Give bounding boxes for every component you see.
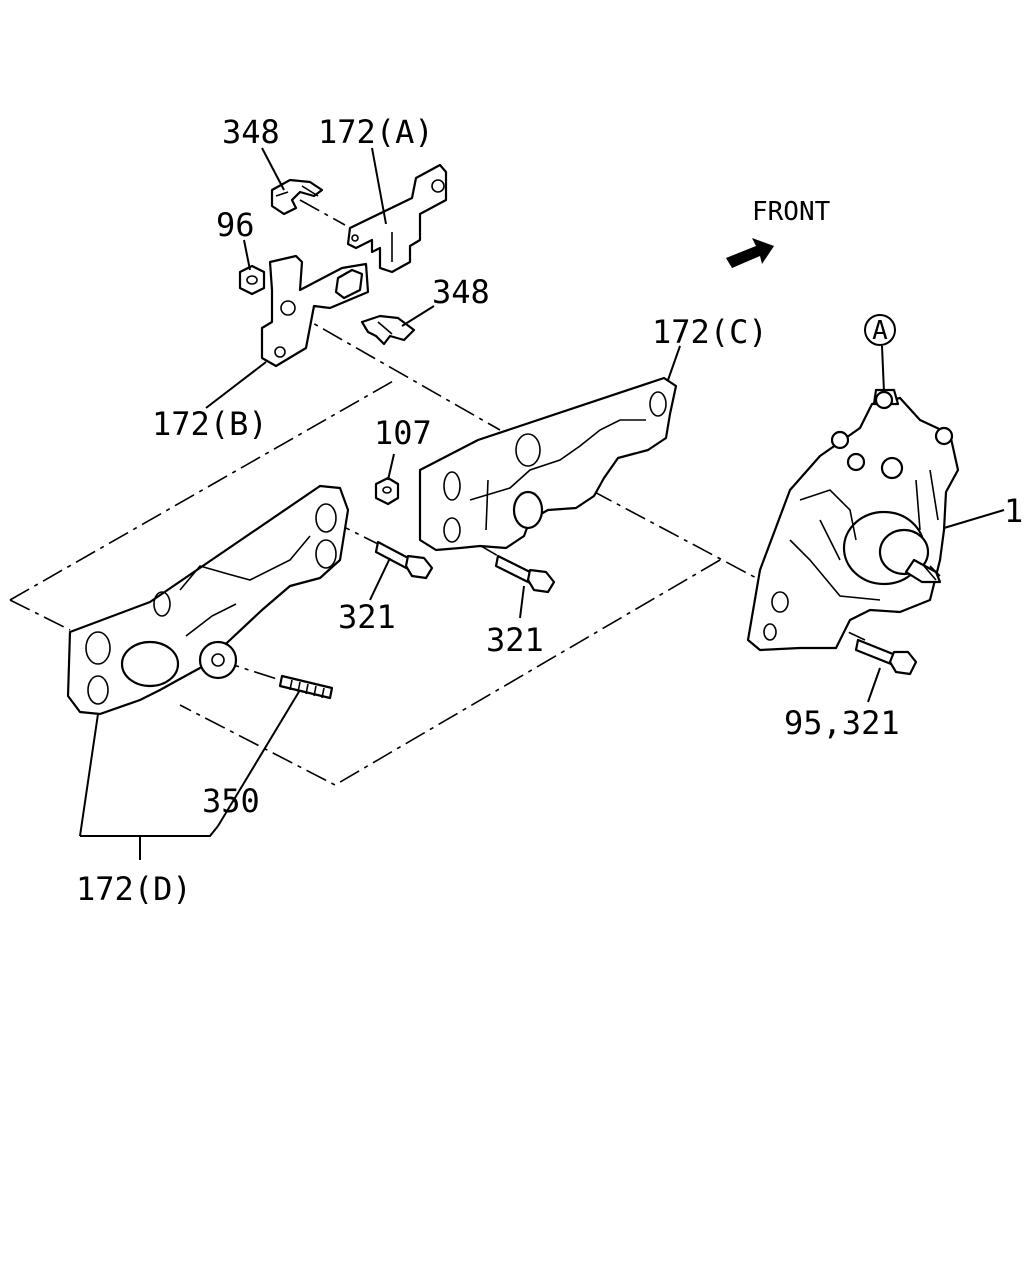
label-348-right: 348 bbox=[432, 273, 490, 311]
label-350: 350 bbox=[202, 782, 260, 820]
bracket-172d bbox=[66, 484, 350, 716]
front-arrow-icon bbox=[726, 238, 774, 268]
label-321-right: 321 bbox=[486, 621, 544, 659]
bolt-321-left bbox=[374, 540, 434, 580]
leader-lines bbox=[79, 147, 1005, 860]
bracket-172c bbox=[418, 376, 678, 552]
label-1: 1 bbox=[1004, 492, 1023, 530]
label-96: 96 bbox=[216, 206, 255, 244]
label-348-upper: 348 bbox=[222, 113, 280, 151]
label-321-left: 321 bbox=[338, 598, 396, 636]
front-label: FRONT bbox=[752, 197, 831, 227]
nut-107 bbox=[374, 476, 400, 506]
bracket-172b bbox=[260, 254, 370, 368]
bolt-321-right bbox=[494, 554, 556, 594]
bracket-172a bbox=[346, 163, 448, 274]
label-172c: 172(C) bbox=[652, 313, 768, 351]
nut-96 bbox=[238, 264, 266, 296]
reference-a-text: A bbox=[872, 316, 888, 346]
label-172a: 172(A) bbox=[318, 113, 434, 151]
steering-gearbox-1 bbox=[746, 388, 960, 652]
clip-348-upper bbox=[270, 178, 324, 216]
part-labels: 348 172(A) 96 348 172(B) 107 172(C) 321 … bbox=[76, 113, 1023, 908]
stud-350 bbox=[278, 674, 334, 700]
front-indicator: FRONT bbox=[726, 197, 831, 268]
bolt-95-321 bbox=[854, 638, 918, 676]
label-107: 107 bbox=[374, 414, 432, 452]
clip-348-right bbox=[360, 314, 416, 346]
reference-a-marker: A bbox=[864, 314, 896, 346]
label-172d: 172(D) bbox=[76, 870, 192, 908]
label-172b: 172(B) bbox=[152, 405, 268, 443]
label-95-321: 95,321 bbox=[784, 704, 900, 742]
